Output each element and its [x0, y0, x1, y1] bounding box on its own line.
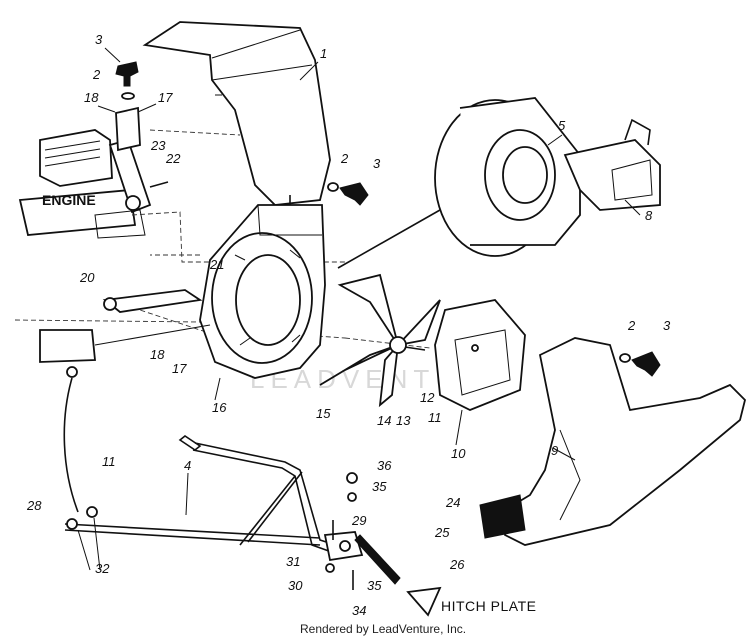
- callout-11: 11: [102, 454, 116, 469]
- nozzle-part-9: [479, 337, 746, 546]
- hitch-plate-label: HITCH PLATE: [441, 598, 536, 614]
- leader-line-housing: [337, 209, 441, 269]
- callout-35: 35: [367, 578, 382, 593]
- callout-3: 3: [373, 156, 381, 171]
- engine-block: [18, 129, 146, 239]
- callout-25: 25: [434, 525, 450, 540]
- callout-24: 24: [445, 495, 460, 510]
- blower-housing-part-16: [199, 204, 326, 379]
- callout-12: 12: [420, 390, 435, 405]
- bracket-part-8: [563, 118, 661, 211]
- callout-16: 16: [212, 400, 227, 415]
- callout-35: 35: [372, 479, 387, 494]
- callout-numbers: 1 2 3 18 17 23 22 2 3 5 8 21 20 18 17 16…: [26, 32, 671, 618]
- callout-18: 18: [84, 90, 99, 105]
- hitch-plate-symbol: [406, 586, 442, 617]
- callout-9: 9: [551, 443, 558, 458]
- callout-29: 29: [351, 513, 366, 528]
- mounting-channel: [39, 289, 211, 378]
- callout-20: 20: [79, 270, 95, 285]
- engine-bracket-assembly: [108, 61, 169, 214]
- callout-36: 36: [377, 458, 392, 473]
- callout-2: 2: [627, 318, 636, 333]
- callout-22: 22: [165, 151, 181, 166]
- callout-8: 8: [645, 208, 653, 223]
- callout-17: 17: [172, 361, 187, 376]
- callout-23: 23: [150, 138, 166, 153]
- callout-10: 10: [451, 446, 466, 461]
- callout-3: 3: [663, 318, 671, 333]
- callout-14: 14: [377, 413, 391, 428]
- callout-4: 4: [184, 458, 191, 473]
- housing-part-5: [434, 97, 581, 257]
- hitch-bracket: [323, 472, 401, 590]
- callout-3: 3: [95, 32, 103, 47]
- leader-lines: [77, 47, 641, 571]
- callout-26: 26: [449, 557, 465, 572]
- knob-middle: [327, 182, 369, 206]
- handle-rod-part-4: [64, 435, 346, 556]
- callout-2: 2: [340, 151, 349, 166]
- knob-right: [619, 351, 661, 377]
- engine-label: ENGINE: [42, 192, 96, 208]
- callout-1: 1: [320, 46, 327, 61]
- callout-5: 5: [558, 118, 566, 133]
- callout-11: 11: [428, 410, 442, 425]
- impeller-part-15: [319, 273, 441, 408]
- callout-17: 17: [158, 90, 173, 105]
- callout-2: 2: [92, 67, 101, 82]
- chute-part-1: [142, 21, 331, 215]
- callout-32: 32: [95, 561, 110, 576]
- cover-plate-part-10: [434, 299, 526, 411]
- control-cable: [63, 377, 79, 513]
- footer-credit: Rendered by LeadVenture, Inc.: [300, 622, 466, 636]
- callout-13: 13: [396, 413, 411, 428]
- callout-21: 21: [209, 257, 224, 272]
- callout-28: 28: [26, 498, 42, 513]
- callout-30: 30: [288, 578, 303, 593]
- callout-34: 34: [352, 603, 366, 618]
- callout-31: 31: [286, 554, 300, 569]
- callout-15: 15: [316, 406, 331, 421]
- callout-18: 18: [150, 347, 165, 362]
